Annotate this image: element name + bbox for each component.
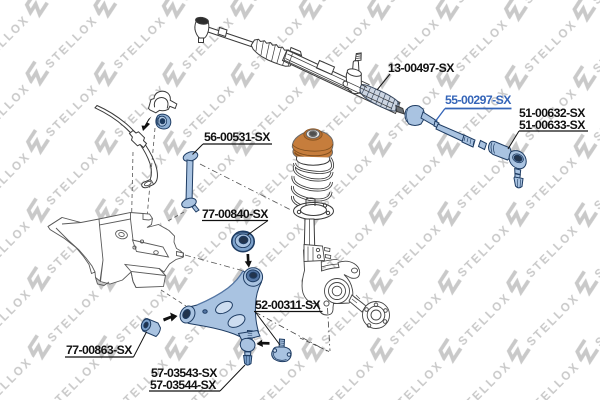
svg-text:77-00863-SX: 77-00863-SX <box>66 343 133 357</box>
svg-text:57-03543-SX: 57-03543-SX <box>151 366 218 380</box>
svg-text:13-00497-SX: 13-00497-SX <box>388 61 455 75</box>
svg-text:55-00297-SX: 55-00297-SX <box>445 93 512 107</box>
svg-text:57-03544-SX: 57-03544-SX <box>150 378 217 392</box>
svg-text:52-00311-SX: 52-00311-SX <box>255 298 322 312</box>
svg-text:51-00633-SX: 51-00633-SX <box>519 118 586 132</box>
svg-text:51-00632-SX: 51-00632-SX <box>519 106 586 120</box>
svg-text:77-00840-SX: 77-00840-SX <box>202 207 269 221</box>
svg-text:56-00531-SX: 56-00531-SX <box>204 130 271 144</box>
